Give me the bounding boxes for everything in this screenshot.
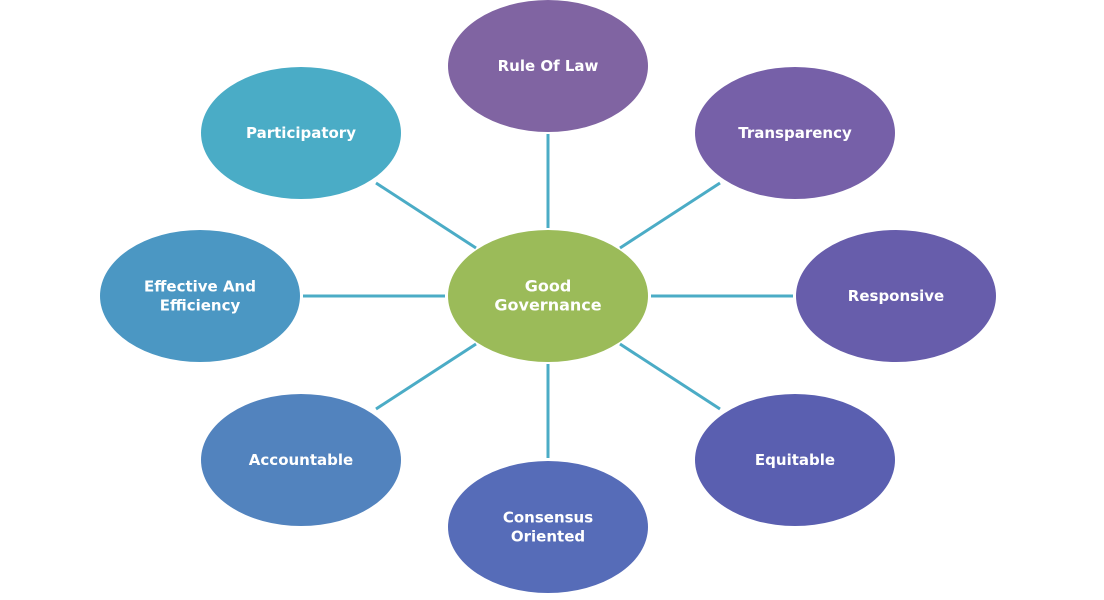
node-rule-of-law: Rule Of Law: [448, 0, 648, 132]
nodes: Rule Of LawTransparencyResponsiveEquitab…: [100, 0, 996, 593]
node-label: Good: [525, 277, 572, 296]
node-label: Consensus: [503, 509, 593, 527]
center-ellipse: [448, 230, 648, 362]
node-ellipse: [796, 230, 996, 362]
node-label: Effective And: [144, 278, 256, 296]
node-transparency: Transparency: [695, 67, 895, 199]
connector-equitable: [619, 342, 721, 411]
node-label: Equitable: [755, 451, 835, 469]
node-label: Transparency: [738, 124, 852, 142]
node-ellipse: [201, 67, 401, 199]
node-ellipse: [695, 394, 895, 526]
connector-participatory: [375, 181, 477, 250]
node-equitable: Equitable: [695, 394, 895, 526]
node-label: Rule Of Law: [498, 57, 599, 75]
connector-accountable: [375, 342, 477, 411]
node-label: Participatory: [246, 124, 356, 142]
node-ellipse: [695, 67, 895, 199]
connector-transparency: [619, 181, 721, 250]
node-label: Governance: [494, 296, 601, 315]
node-ellipse: [448, 461, 648, 593]
connectors: [303, 134, 793, 458]
node-label: Accountable: [249, 451, 353, 469]
node-label: Responsive: [848, 287, 944, 305]
node-ellipse: [100, 230, 300, 362]
node-ellipse: [201, 394, 401, 526]
node-label: Oriented: [511, 528, 585, 546]
node-accountable: Accountable: [201, 394, 401, 526]
node-responsive: Responsive: [796, 230, 996, 362]
node-participatory: Participatory: [201, 67, 401, 199]
node-ellipse: [448, 0, 648, 132]
node-label: Efficiency: [160, 297, 241, 315]
